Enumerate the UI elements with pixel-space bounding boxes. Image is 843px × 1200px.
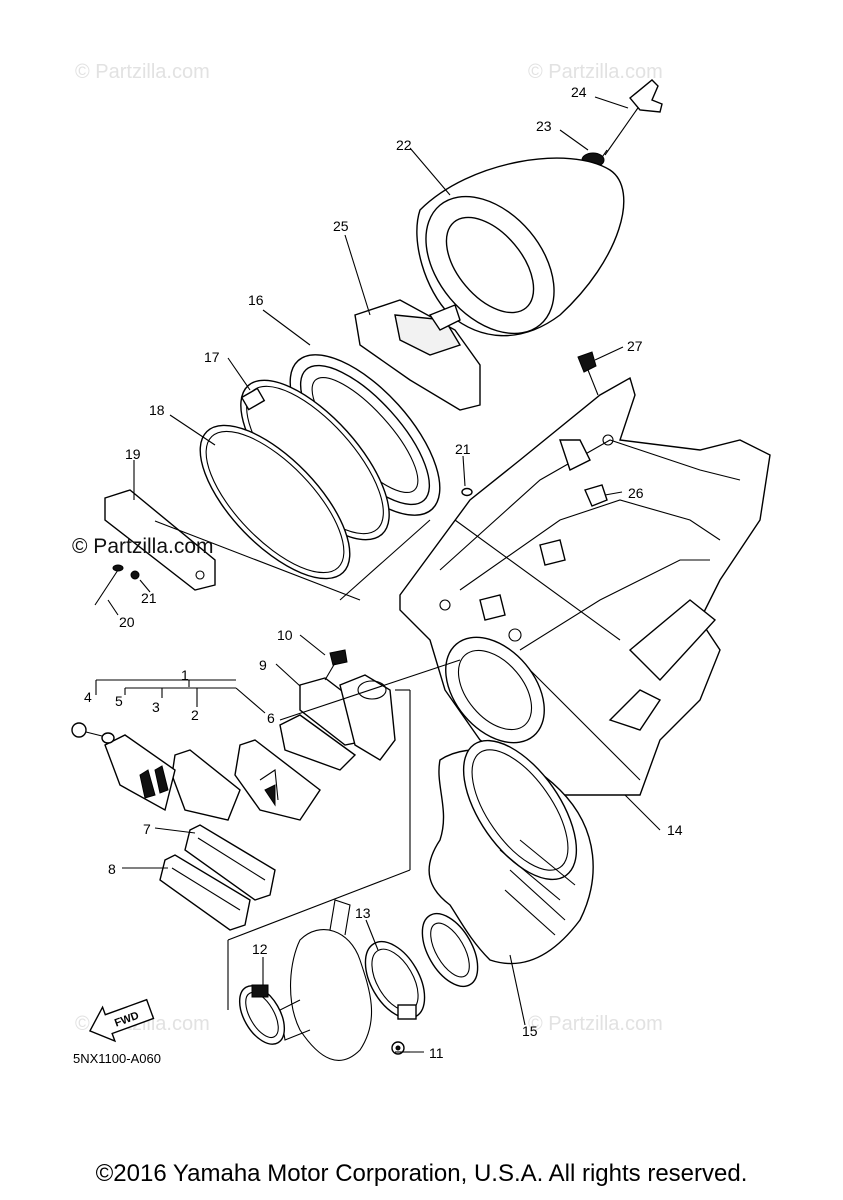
callout-labels: 1 2 3 4 5 6 7 8 9 10 11 12 13 14 15 16 1…: [84, 84, 683, 1061]
carburetor-outline: [279, 899, 373, 1061]
part-24-wing-bolt: [595, 79, 663, 167]
part-25-filter-guide: [354, 299, 481, 411]
callout-4: 4: [84, 689, 92, 705]
callout-17: 17: [204, 349, 220, 365]
part-9-manifold: [299, 674, 396, 761]
part-7-gasket-inner: [197, 837, 266, 881]
watermark-bottom-right: © Partzilla.com: [528, 1013, 663, 1035]
callout-12: 12: [252, 941, 268, 957]
watermark-top-left: © Partzilla.com: [75, 61, 210, 83]
leader-lines: [107, 96, 661, 1053]
assembly-1-bracket: [95, 679, 266, 714]
callout-9: 9: [259, 657, 267, 673]
watermark-top-right: © Partzilla.com: [528, 61, 663, 83]
part-3-stopper: [104, 734, 176, 812]
callout-21-left: 21: [141, 590, 157, 606]
callout-20: 20: [119, 614, 135, 630]
part-5-washer: [101, 732, 115, 744]
part-10-bolt: [324, 649, 348, 681]
part-6-reed-valve-body: [234, 714, 357, 821]
relation-lines: [154, 519, 621, 1053]
part-27-bolt: [577, 351, 599, 396]
diagram-code: 5NX1100-A060: [73, 1051, 161, 1066]
callout-26: 26: [628, 485, 644, 501]
part-15-air-duct: [421, 739, 594, 988]
callout-13: 13: [355, 905, 371, 921]
part-4-screw: [71, 722, 103, 738]
part-11-screw: [391, 1041, 405, 1055]
fwd-arrow: FWD: [88, 998, 155, 1043]
part-13-clamp: [364, 940, 426, 1020]
part-8-gasket-inner: [171, 867, 241, 911]
callout-5: 5: [115, 693, 123, 709]
callout-15: 15: [522, 1023, 538, 1039]
part-21-grommet-left: [130, 570, 140, 580]
part-18-seal: [199, 424, 351, 580]
callout-1: 1: [181, 667, 189, 683]
callout-11: 11: [429, 1045, 444, 1061]
callout-2: 2: [191, 707, 199, 723]
part-14-air-filter-case: [399, 376, 771, 796]
callout-27: 27: [627, 338, 643, 354]
callout-22: 22: [396, 137, 412, 153]
part-20-rivet: [94, 564, 124, 606]
part-19-plate: [104, 489, 216, 591]
callout-25: 25: [333, 218, 349, 234]
callout-6: 6: [267, 710, 275, 726]
callout-19: 19: [125, 446, 141, 462]
part-8-gasket: [159, 854, 251, 931]
callout-21-right: 21: [455, 441, 471, 457]
part-21-grommet-right: [461, 487, 473, 497]
callout-14: 14: [667, 822, 683, 838]
part-26-clip: [584, 484, 608, 507]
callout-18: 18: [149, 402, 165, 418]
part-2-reed: [171, 749, 241, 821]
callout-8: 8: [108, 861, 116, 877]
callout-24: 24: [571, 84, 587, 100]
callout-7: 7: [143, 821, 151, 837]
watermark-main: © Partzilla.com: [72, 535, 214, 558]
callout-10: 10: [277, 627, 293, 643]
callout-23: 23: [536, 118, 552, 134]
callout-16: 16: [248, 292, 264, 308]
part-12-clamp: [238, 984, 286, 1045]
callout-3: 3: [152, 699, 160, 715]
copyright-notice: ©2016 Yamaha Motor Corporation, U.S.A. A…: [95, 1160, 748, 1187]
part-22-air-filter-element: [416, 157, 625, 337]
